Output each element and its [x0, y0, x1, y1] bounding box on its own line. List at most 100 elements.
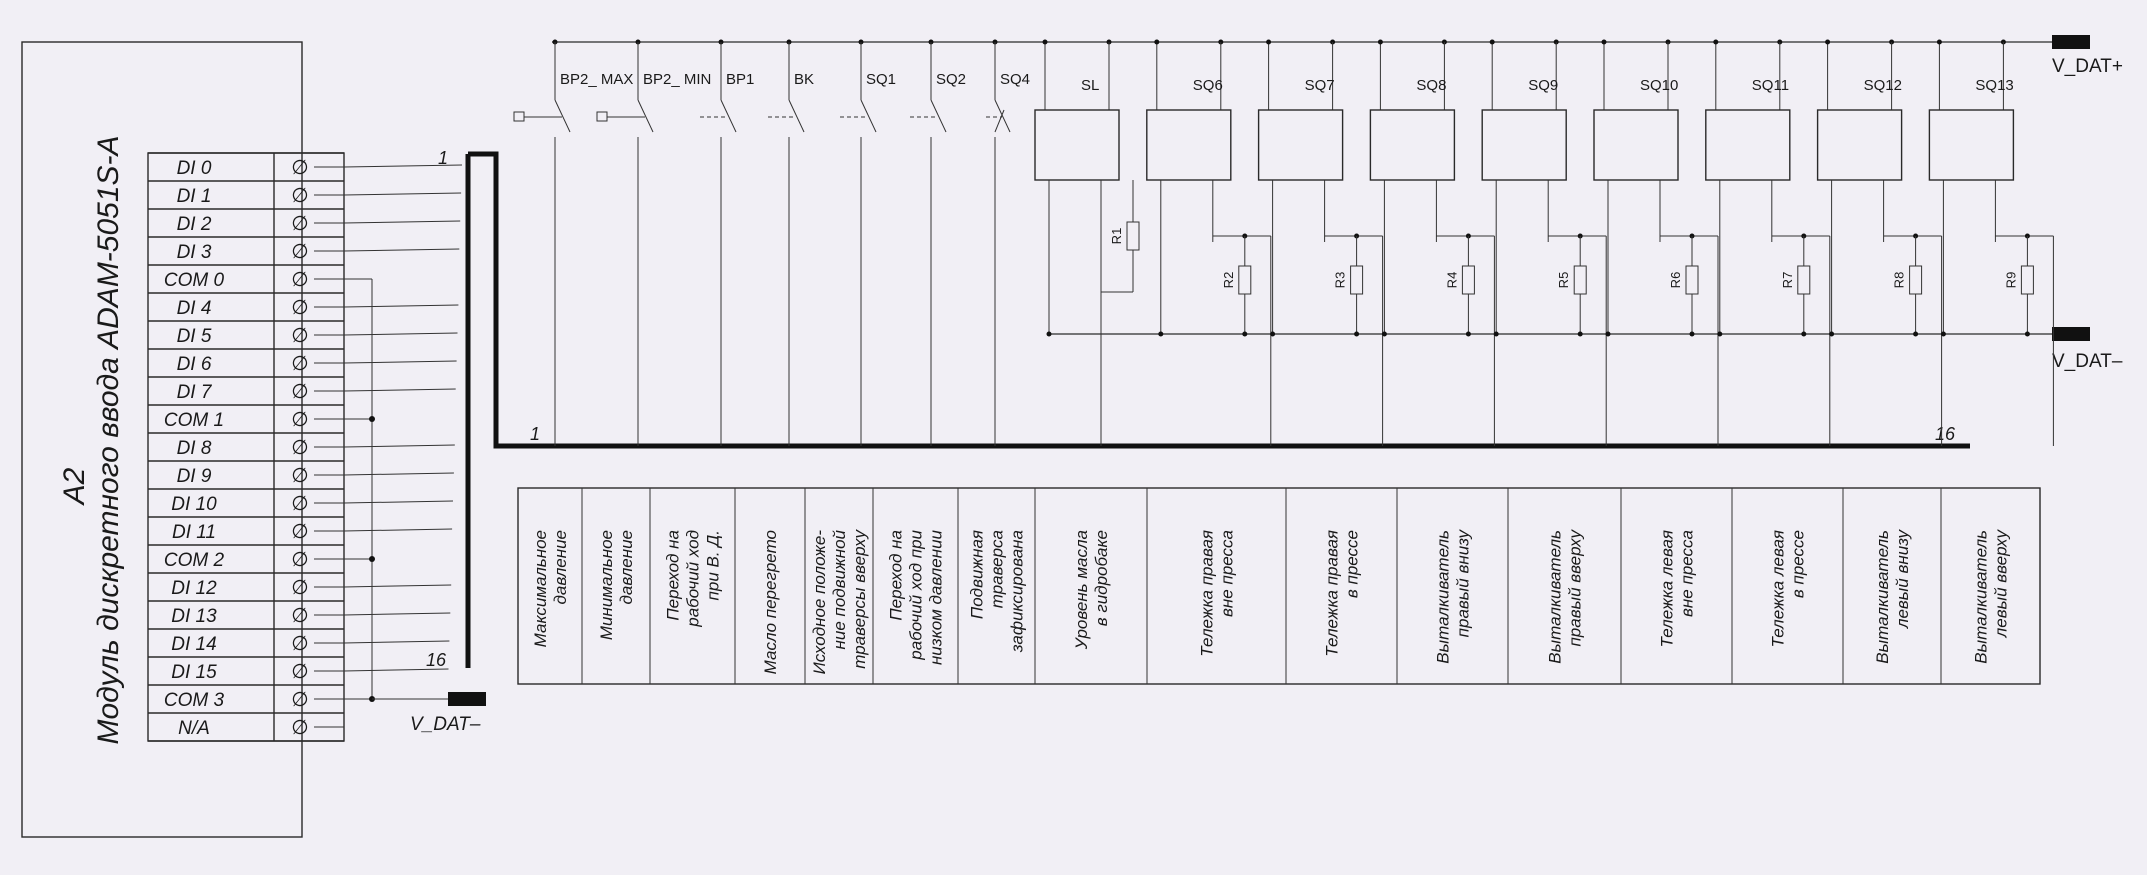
sensor-label: SQ13 [1975, 77, 2013, 94]
ground-junction [1493, 331, 1499, 337]
pin-label: COM 0 [164, 270, 225, 291]
legend-text-line: Переход на [664, 530, 683, 621]
resistor [1573, 265, 1587, 295]
legend-text-line: Переход на [887, 530, 906, 621]
ground-junction [1689, 331, 1695, 337]
sensor-label: SQ7 [1305, 77, 1335, 94]
di-wire [343, 304, 459, 308]
di-wire [343, 500, 454, 504]
ground-junction [1801, 331, 1807, 337]
terminal-symbol: ∅ [291, 521, 308, 543]
legend-text-line: в прессе [1789, 530, 1808, 598]
pin-label: DI 4 [177, 298, 212, 319]
legend-text-line: в прессе [1343, 530, 1362, 598]
sensor-box [1705, 109, 1791, 181]
ground-junction [1270, 331, 1276, 337]
terminal-symbol: ∅ [291, 633, 308, 655]
rail-junction [1154, 39, 1160, 45]
ground-junction [1717, 331, 1723, 337]
legend-text-line: вне пресса [1678, 530, 1697, 617]
resistor [2020, 265, 2034, 295]
legend-text-line: низком давлении [927, 529, 946, 665]
legend-text-line: левый вверху [1992, 529, 2011, 639]
legend-text-line: Тележка левая [1658, 530, 1677, 648]
legend-text-line: Исходное положе- [810, 530, 829, 675]
rail-junction [1489, 39, 1495, 45]
ground-junction [1577, 331, 1583, 337]
pin-label: DI 3 [177, 242, 212, 263]
ground-junction [1913, 331, 1919, 337]
contact-label: BK [794, 71, 814, 88]
ground-junction [1046, 331, 1052, 337]
com-junction [369, 556, 375, 562]
terminal-symbol: ∅ [291, 437, 308, 459]
resistor [1350, 265, 1364, 295]
ground-junction [1829, 331, 1835, 337]
rail-junction [1042, 39, 1048, 45]
pin-label: DI 7 [177, 382, 213, 403]
terminal-symbol: ∅ [291, 605, 308, 627]
rail-junction [1825, 39, 1831, 45]
pin-label: COM 1 [164, 410, 224, 431]
contact-label: BP1 [726, 71, 754, 88]
contact-label: SQ1 [866, 71, 896, 88]
legend-text-line: Масло перегрето [761, 530, 780, 674]
legend-text-line: в гидробаке [1092, 530, 1111, 626]
pin-label: N/A [178, 718, 210, 739]
legend-text-line: Уровень масла [1072, 530, 1091, 650]
pressure-actuator [513, 111, 525, 122]
legend-text-line: ние подвижной [830, 529, 849, 649]
terminal-symbol: ∅ [291, 661, 308, 683]
contact-blade [720, 99, 737, 133]
contact-blade [554, 99, 571, 133]
terminal-symbol: ∅ [291, 297, 308, 319]
sensor-label: SQ9 [1528, 77, 1558, 94]
sensor-group: SLR1SQ6R2SQ7R3SQ8R4SQ9R5SQ10R6SQ11R7SQ12… [1034, 39, 2054, 446]
sensor-box [1481, 109, 1567, 181]
legend-text-line: Выталкиватель [1972, 530, 1991, 664]
pin-label: DI 8 [177, 438, 212, 459]
di-wire [343, 612, 451, 616]
rail-junction [1266, 39, 1272, 45]
di-wire [343, 248, 460, 252]
legend-text-line: рабочий ход при [907, 529, 926, 660]
resistor-label: R2 [1221, 272, 1236, 289]
resistor [1461, 265, 1475, 295]
bus-start-label-field: 1 [530, 424, 540, 444]
pin-label: COM 3 [164, 690, 225, 711]
minus-terminal [2052, 327, 2090, 341]
pin-label: DI 5 [177, 326, 212, 347]
legend-text-line: Тележка правая [1323, 530, 1342, 657]
module-designator: A2 [58, 467, 91, 506]
legend-text-line: Выталкиватель [1873, 530, 1892, 664]
bus-end-label-field: 16 [1935, 424, 1956, 444]
legend-text-line: Максимальное [531, 530, 550, 647]
signal-bus [468, 151, 1970, 449]
sensor-box [1816, 109, 1903, 181]
terminal-symbol: ∅ [291, 689, 308, 711]
di-wire [343, 668, 449, 672]
terminal-symbol: ∅ [291, 409, 308, 431]
resistor-label: R8 [1892, 272, 1907, 289]
resistor-label: R3 [1333, 272, 1348, 289]
pin-label: DI 11 [172, 522, 216, 543]
pin-label: DI 9 [177, 466, 212, 487]
pin-label: DI 0 [177, 158, 212, 179]
pin-label: DI 14 [171, 634, 216, 655]
legend-text-line: Минимальное [597, 530, 616, 640]
contact-blade [788, 99, 805, 133]
terminal-symbol: ∅ [291, 577, 308, 599]
di-wire [343, 388, 456, 392]
contact-blade [860, 99, 877, 133]
resistor-label: R4 [1444, 272, 1459, 289]
ground-junction [1158, 331, 1164, 337]
sensor-label: SQ8 [1416, 77, 1446, 94]
terminal-symbol: ∅ [291, 269, 308, 291]
pin-label: COM 2 [164, 550, 225, 571]
sensor-label: SQ11 [1752, 77, 1789, 94]
legend-text-line: зафиксирована [1008, 530, 1027, 653]
resistor-label: R6 [1668, 272, 1683, 289]
sensor-box [1146, 109, 1232, 181]
terminal-symbol: ∅ [291, 381, 308, 403]
